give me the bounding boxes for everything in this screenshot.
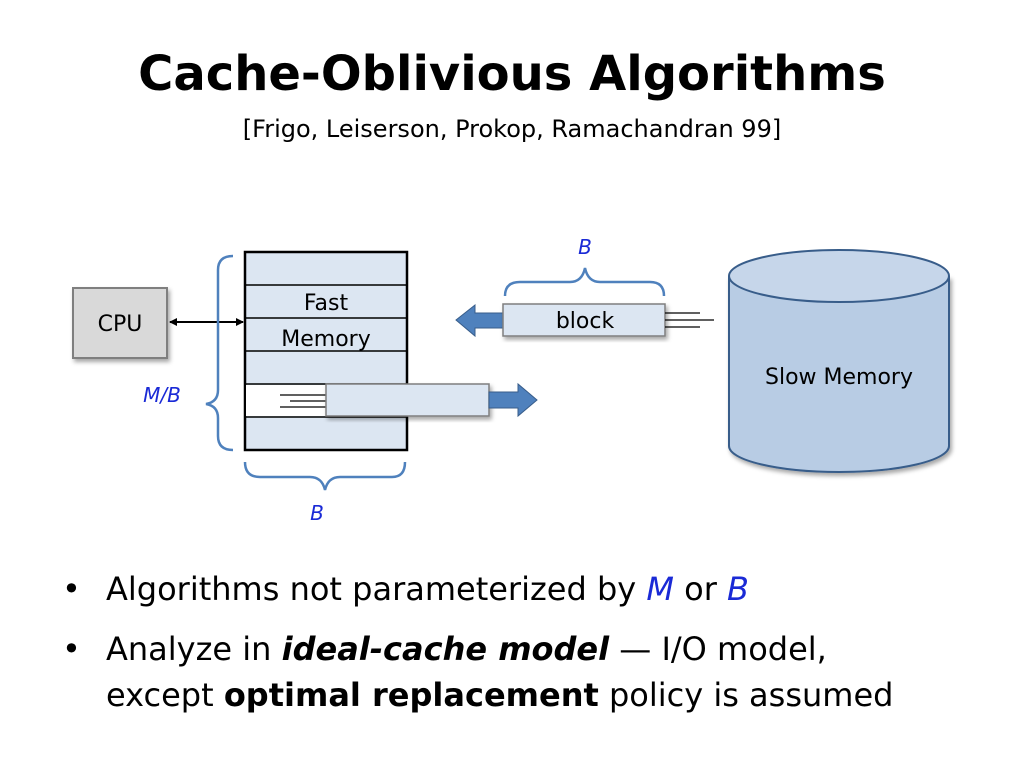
emphasis-optimal-replacement: optimal replacement bbox=[223, 676, 599, 714]
emphasis-ideal-cache-model: ideal-cache model bbox=[281, 630, 610, 668]
slow-memory-label: Slow Memory bbox=[765, 365, 913, 390]
cpu-label: CPU bbox=[98, 312, 143, 337]
bullet-text: or bbox=[673, 570, 728, 608]
cpu-box: CPU bbox=[72, 287, 168, 359]
bullet-text: except bbox=[106, 676, 224, 714]
variable-m: M bbox=[646, 570, 674, 608]
block-label: block bbox=[556, 309, 615, 334]
citation: [Frigo, Leiserson, Prokop, Ramachandran … bbox=[242, 115, 782, 143]
bullet-item: • Analyze in ideal-cache model — I/O mod… bbox=[58, 626, 1008, 718]
bullet-text: Analyze in bbox=[106, 630, 282, 668]
bullet-item: • Algorithms not parameterized by M or B bbox=[58, 566, 1008, 612]
brace-bottom bbox=[243, 461, 407, 491]
fast-memory-label-line1: Fast bbox=[304, 291, 349, 316]
brace-top-label: B bbox=[578, 235, 592, 259]
slide-title: Cache-Oblivious Algorithms bbox=[138, 46, 886, 102]
arrow-left-icon bbox=[455, 303, 504, 338]
variable-b: B bbox=[727, 570, 749, 608]
fast-memory-label-line2: Memory bbox=[281, 327, 370, 352]
bullet-text: — I/O model, bbox=[609, 630, 827, 668]
brace-left bbox=[205, 254, 234, 452]
bullet-text: Algorithms not parameterized by bbox=[106, 570, 647, 608]
bullet-text: policy is assumed bbox=[598, 676, 894, 714]
bullet-list: • Algorithms not parameterized by M or B… bbox=[58, 566, 1008, 732]
slow-memory-cylinder: Slow Memory bbox=[728, 249, 950, 473]
bullet-dot-icon: • bbox=[62, 630, 81, 668]
incoming-block: block bbox=[455, 303, 714, 338]
fast-memory-stack: Fast Memory bbox=[243, 250, 409, 452]
memory-hierarchy-diagram: CPU Fast Memory M/B B block B bbox=[72, 235, 950, 525]
brace-left-label: M/B bbox=[143, 383, 181, 407]
brace-bottom-label: B bbox=[310, 501, 324, 525]
outgoing-block bbox=[280, 382, 538, 418]
bullet-dot-icon: • bbox=[62, 570, 81, 608]
brace-top bbox=[503, 267, 666, 297]
arrow-right-icon bbox=[488, 382, 538, 418]
